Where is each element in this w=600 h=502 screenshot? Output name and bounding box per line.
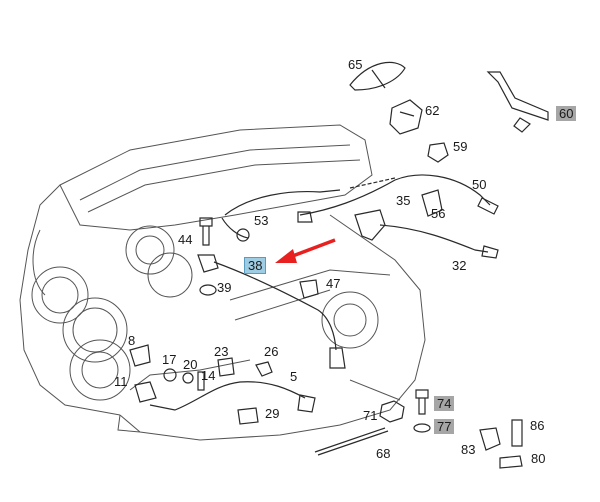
callout-80: 80: [531, 451, 546, 466]
callout-65: 65: [348, 57, 363, 72]
callout-17: 17: [162, 352, 177, 367]
callout-29: 29: [265, 406, 280, 421]
callout-32: 32: [452, 258, 467, 273]
pointer-arrow: [275, 238, 336, 263]
callout-35: 35: [396, 193, 411, 208]
callout-26: 26: [264, 344, 279, 359]
engine-block-outline: [19, 124, 426, 441]
callout-8: 8: [128, 333, 136, 348]
callout-39: 39: [217, 280, 232, 295]
callout-83: 83: [461, 442, 476, 457]
callout-5: 5: [290, 369, 298, 384]
callout-71: 71: [363, 408, 378, 423]
callout-62: 62: [425, 103, 440, 118]
parts-line-art: [129, 61, 549, 469]
callout-50: 50: [472, 177, 487, 192]
callout-86: 86: [530, 418, 545, 433]
callout-38: 38: [243, 257, 267, 274]
callout-14: 14: [201, 368, 216, 383]
callout-47: 47: [326, 276, 341, 291]
callout-23: 23: [214, 344, 229, 359]
callout-44: 44: [178, 232, 193, 247]
callout-53: 53: [254, 213, 269, 228]
callout-60: 60: [556, 106, 577, 121]
callout-11: 11: [114, 374, 128, 389]
callout-74: 74: [434, 396, 455, 411]
callout-20: 20: [183, 357, 198, 372]
callout-68: 68: [376, 446, 391, 461]
callout-56: 56: [431, 206, 446, 221]
callout-77: 77: [434, 419, 455, 434]
callout-59: 59: [453, 139, 468, 154]
